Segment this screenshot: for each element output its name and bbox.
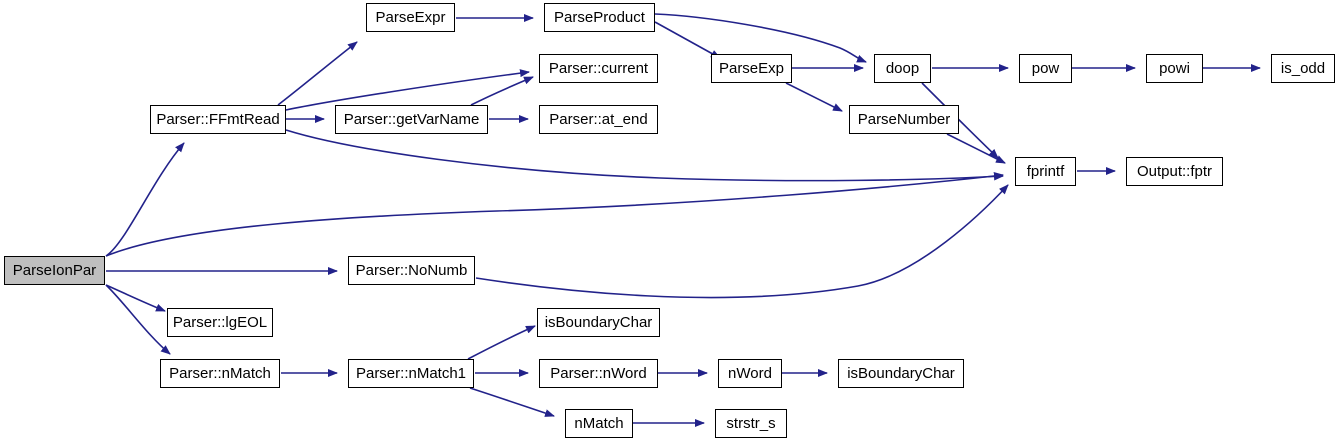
node-nmatch1[interactable]: Parser::nMatch1	[348, 359, 474, 388]
node-label: Parser::current	[548, 60, 649, 77]
node-label: Parser::at_end	[549, 111, 648, 128]
node-label: ParseExpr	[375, 9, 446, 26]
node-label: nMatch	[574, 415, 624, 432]
node-parseionpar[interactable]: ParseIonPar	[4, 256, 105, 285]
node-nonumb[interactable]: Parser::NoNumb	[348, 256, 475, 285]
node-label: Parser::FFmtRead	[156, 111, 280, 128]
node-parsercurrent[interactable]: Parser::current	[539, 54, 658, 83]
node-pow[interactable]: pow	[1019, 54, 1072, 83]
node-isboundarychar1[interactable]: isBoundaryChar	[537, 308, 660, 337]
node-nwordp[interactable]: Parser::nWord	[539, 359, 658, 388]
node-outputfptr[interactable]: Output::fptr	[1126, 157, 1223, 186]
node-label: ParseNumber	[857, 111, 951, 128]
node-lgeol[interactable]: Parser::lgEOL	[167, 308, 273, 337]
node-fprintf[interactable]: fprintf	[1015, 157, 1076, 186]
node-label: pow	[1031, 60, 1060, 77]
node-label: is_odd	[1280, 60, 1326, 77]
node-label: isBoundaryChar	[544, 314, 653, 331]
node-nmatchp[interactable]: Parser::nMatch	[160, 359, 280, 388]
node-isodd[interactable]: is_odd	[1271, 54, 1335, 83]
node-parsenumber[interactable]: ParseNumber	[849, 105, 959, 134]
node-label: Output::fptr	[1136, 163, 1213, 180]
node-label: fprintf	[1026, 163, 1065, 180]
node-doop[interactable]: doop	[874, 54, 931, 83]
node-label: isBoundaryChar	[847, 365, 955, 382]
node-atend[interactable]: Parser::at_end	[539, 105, 658, 134]
node-parseexpr[interactable]: ParseExpr	[366, 3, 455, 32]
node-label: Parser::nMatch	[169, 365, 271, 382]
node-label: powi	[1159, 60, 1190, 77]
node-label: ParseExp	[718, 60, 785, 77]
node-label: nWord	[728, 365, 772, 382]
node-label: Parser::lgEOL	[172, 314, 268, 331]
node-isboundarychar2[interactable]: isBoundaryChar	[838, 359, 964, 388]
node-label: ParseProduct	[554, 9, 645, 26]
node-ffmtread[interactable]: Parser::FFmtRead	[150, 105, 286, 134]
node-nmatch[interactable]: nMatch	[565, 409, 633, 438]
node-nword[interactable]: nWord	[718, 359, 782, 388]
node-label: Parser::nMatch1	[355, 365, 467, 382]
node-label: doop	[885, 60, 920, 77]
node-parseproduct[interactable]: ParseProduct	[544, 3, 655, 32]
node-label: Parser::NoNumb	[355, 262, 468, 279]
node-label: strstr_s	[726, 415, 776, 432]
node-getvarname[interactable]: Parser::getVarName	[335, 105, 488, 134]
node-label: ParseIonPar	[12, 262, 97, 279]
node-parseexp[interactable]: ParseExp	[711, 54, 792, 83]
node-label: Parser::getVarName	[343, 111, 480, 128]
node-label: Parser::nWord	[550, 365, 647, 382]
node-strstrs[interactable]: strstr_s	[715, 409, 787, 438]
node-powi[interactable]: powi	[1146, 54, 1203, 83]
